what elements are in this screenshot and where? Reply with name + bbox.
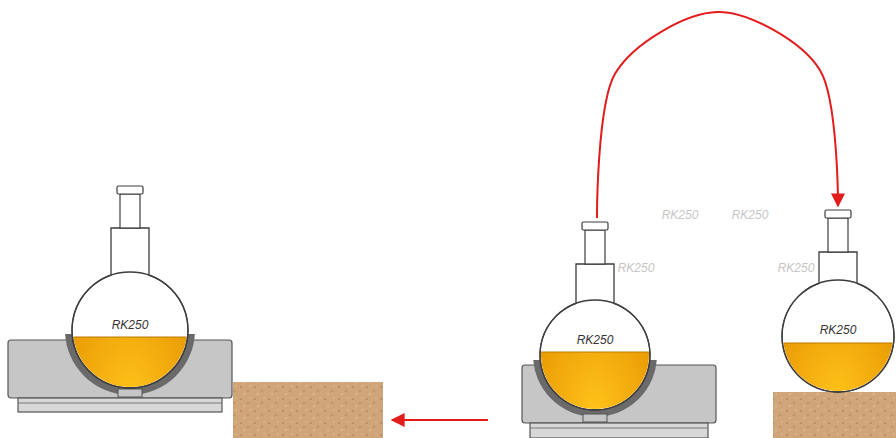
flask-neck [622, 156, 642, 190]
flask-label: RK250 [780, 322, 896, 338]
flask-drawing [692, 88, 816, 271]
cork-ring [773, 392, 896, 438]
ghost-flask: RK250 [574, 148, 690, 331]
flask-lip [795, 148, 821, 156]
flask-drawing [538, 222, 660, 413]
flask-lip [737, 88, 763, 96]
ghost-flask: RK250 [692, 88, 808, 271]
flask-drawing [780, 210, 896, 395]
flask-neck [120, 194, 140, 228]
ghost-flask: RK250 [622, 88, 738, 271]
flask-lip [667, 88, 693, 96]
flask-neck [828, 218, 848, 252]
liquid-surface [541, 351, 649, 352]
flask-outline [540, 300, 650, 410]
flask-neck [670, 96, 690, 130]
flask-lip [619, 148, 645, 156]
move-arrow [392, 419, 488, 421]
flask-lip [582, 222, 608, 230]
flask-drawing [622, 88, 746, 271]
flask-label: RK250 [578, 260, 694, 276]
flask-lip [825, 210, 851, 218]
flask-label: RK250 [738, 260, 854, 276]
flask-neck [585, 230, 605, 264]
round-flask: RK250 [538, 222, 652, 413]
round-flask: RK250 [70, 186, 190, 391]
flask-label: RK250 [70, 317, 190, 333]
flask-drawing [70, 186, 198, 391]
flask-lip [117, 186, 143, 194]
flask-label: RK250 [538, 332, 652, 348]
liquid [782, 343, 894, 438]
liquid [624, 220, 736, 403]
flask-drawing [574, 148, 698, 331]
flask-label: RK250 [622, 207, 738, 223]
liquid-surface [578, 279, 687, 280]
flask-label: RK250 [692, 207, 808, 223]
flask-neck [798, 156, 818, 190]
flask-body [624, 130, 736, 268]
liquid-surface [783, 342, 892, 343]
transfer-arrow [597, 12, 838, 218]
flask-body [694, 130, 806, 268]
liquid [576, 280, 688, 438]
round-flask: RK250 [780, 210, 896, 395]
flask-neck [740, 96, 760, 130]
liquid-surface [73, 336, 186, 337]
cork-ring [233, 382, 383, 438]
